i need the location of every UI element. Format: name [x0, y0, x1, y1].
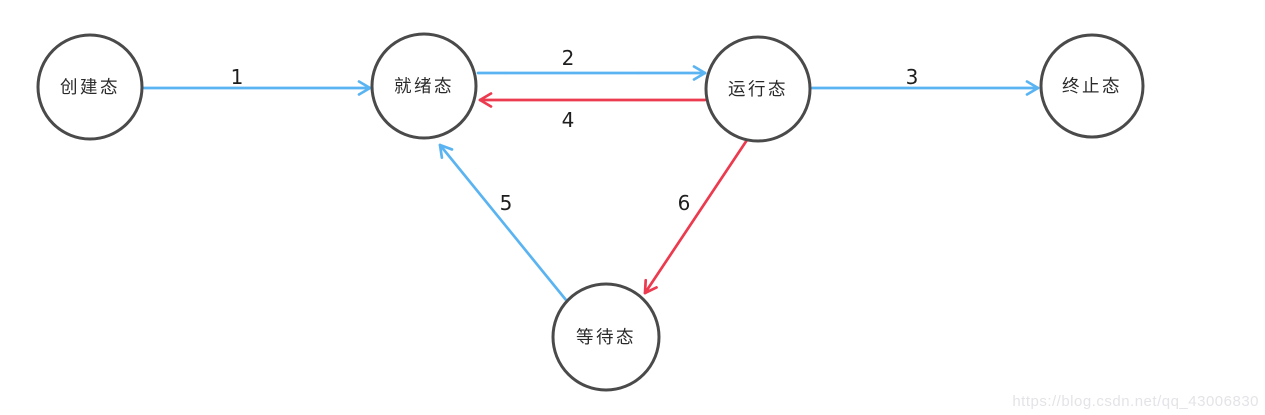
- edge-waiting-to-ready: [438, 143, 568, 302]
- state-node-running: 运行态: [704, 35, 812, 143]
- edge-running-to-waiting: [643, 138, 749, 295]
- edge-label-4: 4: [562, 108, 575, 132]
- edge-label-5: 5: [500, 191, 513, 215]
- state-node-waiting: 等待态: [551, 282, 661, 392]
- state-node-terminated-circle: [1039, 33, 1145, 139]
- state-node-create-circle: [36, 33, 144, 141]
- state-node-create-label: 创建态: [60, 77, 120, 97]
- edge-label-2: 2: [562, 46, 575, 70]
- edge-label-6: 6: [678, 191, 691, 215]
- state-node-waiting-circle: [551, 282, 661, 392]
- state-node-running-label: 运行态: [728, 79, 788, 99]
- state-node-create: 创建态: [36, 33, 144, 141]
- csdn-watermark: https://blog.csdn.net/qq_43006830: [1012, 393, 1259, 410]
- edge-label-1: 1: [231, 65, 244, 89]
- edges-layer: 1 2 3 4 5 6: [142, 46, 1040, 302]
- state-node-ready-label: 就绪态: [394, 76, 454, 96]
- state-node-ready: 就绪态: [370, 32, 478, 140]
- state-node-ready-circle: [370, 32, 478, 140]
- state-node-terminated-label: 终止态: [1062, 76, 1122, 96]
- state-node-running-circle: [704, 35, 812, 143]
- nodes-layer: 创建态 就绪态 运行态 终止态 等待态: [36, 32, 1145, 392]
- state-node-terminated: 终止态: [1039, 33, 1145, 139]
- state-node-waiting-label: 等待态: [576, 327, 636, 347]
- edge-label-3: 3: [906, 65, 919, 89]
